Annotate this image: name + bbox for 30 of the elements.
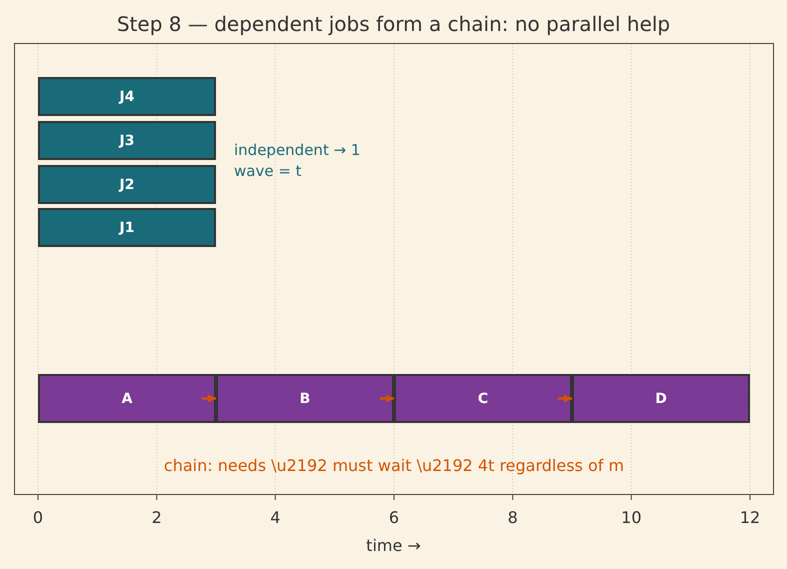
task-bar: [38, 77, 216, 116]
task-label: A: [122, 390, 132, 406]
task-label: J4: [120, 88, 134, 104]
task-label: J1: [120, 220, 134, 236]
task-bar: [38, 208, 216, 247]
task-label: C: [478, 390, 488, 406]
axis-label: time →: [365, 536, 422, 555]
task-bar: [38, 165, 216, 204]
task-label: J3: [120, 132, 134, 148]
tick-label: 6: [388, 508, 400, 527]
task-label: J2: [120, 176, 134, 192]
annotation-text: chain: needs \u2192 must wait \u2192 4t regardless of m: [162, 456, 626, 475]
arrow: [558, 394, 572, 402]
tick-label: 12: [738, 508, 762, 527]
task-bar: [572, 374, 750, 423]
tick-label: 4: [269, 508, 282, 527]
task-label: B: [300, 390, 310, 406]
chart-title: Step 8 — dependent jobs form a chain: no parallel help: [116, 12, 672, 36]
task-bar: [38, 374, 216, 423]
task-bar: [216, 374, 394, 423]
task-bar: [38, 121, 216, 160]
arrow: [380, 394, 394, 402]
tick-label: 10: [620, 508, 642, 527]
annotation-text: independent → 1 wave = t: [234, 140, 362, 182]
tick-label: 2: [150, 508, 163, 527]
tick-label: 8: [506, 508, 519, 527]
task-label: D: [655, 390, 667, 406]
tick-label: 0: [32, 508, 44, 527]
arrow: [202, 394, 216, 402]
task-bar: [394, 374, 572, 423]
